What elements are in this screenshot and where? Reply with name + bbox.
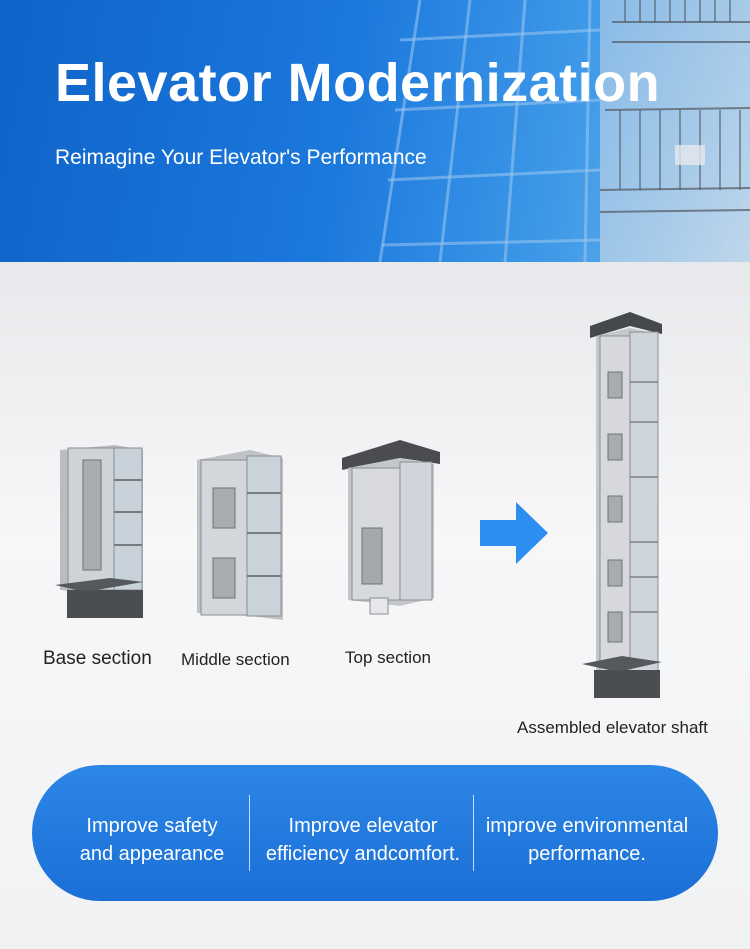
benefit-safety: Improve safety and appearance — [79, 815, 225, 865]
top-section-label: Top section — [345, 648, 431, 667]
page-subtitle: Reimagine Your Elevator's Performance — [55, 146, 427, 169]
middle-section-label: Middle section — [181, 650, 290, 669]
assembled-shaft-label: Assembled elevator shaft — [517, 718, 708, 737]
benefit-efficiency: Improve elevator efficiency andcomfort. — [265, 815, 461, 865]
base-section-label: Base section — [43, 648, 152, 669]
benefit-divider — [473, 795, 474, 871]
page-title: Elevator Modernization — [55, 53, 661, 113]
middle-section-image — [197, 450, 283, 620]
building-background-image — [378, 0, 750, 262]
right-arrow-icon — [480, 502, 548, 564]
base-section-image — [55, 445, 143, 618]
benefit-environment: improve environmental performance. — [485, 815, 689, 865]
benefits-banner — [32, 765, 718, 901]
benefit-divider — [249, 795, 250, 871]
assembled-shaft-image — [582, 312, 662, 698]
hero-banner: Elevator Modernization Reimagine Your El… — [0, 0, 750, 262]
top-section-image — [342, 440, 440, 615]
